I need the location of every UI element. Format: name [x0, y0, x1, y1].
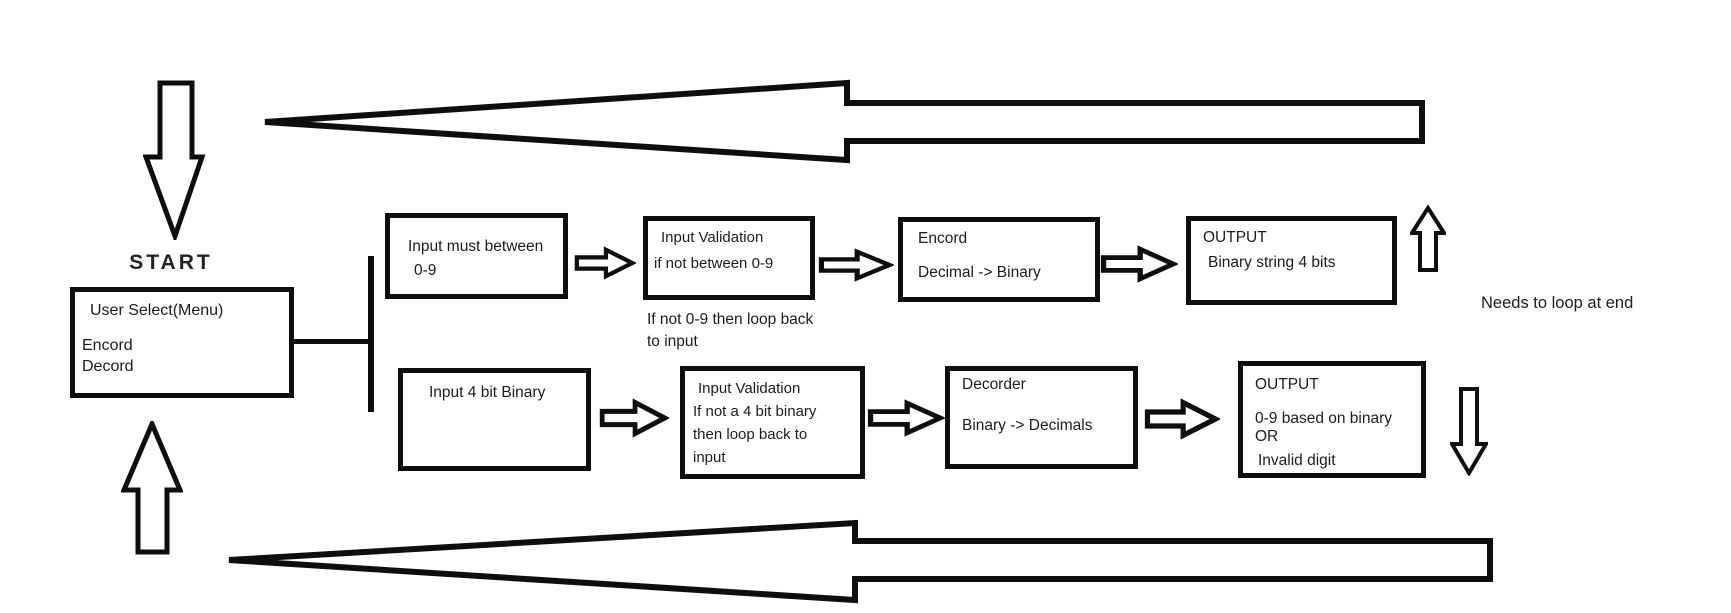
encode-loop-note: If not 0-9 then loop back to input [647, 309, 813, 353]
flow-arrow-icon [818, 248, 894, 282]
encode-validation-box: Input Validation if not between 0-9 [643, 216, 815, 300]
flow-arrow-icon [1100, 245, 1178, 283]
decode-output-box: OUTPUT 0-9 based on binary OR Invalid di… [1238, 361, 1426, 478]
start-down-arrow-icon [143, 80, 206, 240]
decode-input-line1: Input 4 bit Binary [429, 384, 546, 401]
loop-back-arrow-bottom-icon [228, 519, 1493, 604]
loop-back-arrow-top-icon [264, 79, 1425, 164]
encode-input-box: Input must between 0-9 [385, 213, 568, 299]
encode-input-line2: 0-9 [414, 262, 437, 279]
menu-branch-connector-vertical [368, 256, 374, 412]
menu-option-decode: Decord [82, 358, 134, 375]
decoder-process-box: Decorder Binary -> Decimals [945, 366, 1138, 469]
menu-box: User Select(Menu) Encord Decord [70, 287, 294, 398]
encode-output-line2: Binary string 4 bits [1208, 254, 1336, 271]
restart-up-arrow-icon [121, 421, 183, 555]
flow-arrow-icon [867, 399, 945, 437]
decoder-process-line2: Binary -> Decimals [962, 417, 1093, 434]
decode-output-line1: OUTPUT [1255, 376, 1319, 393]
decode-input-box: Input 4 bit Binary [398, 368, 591, 471]
encoder-process-box: Encord Decimal -> Binary [898, 217, 1100, 302]
decode-validation-box: Input Validation If not a 4 bit binary t… [680, 366, 865, 479]
decode-output-line4: Invalid digit [1258, 452, 1336, 469]
menu-box-title: User Select(Menu) [90, 302, 224, 319]
decoder-process-line1: Decorder [962, 376, 1026, 393]
decode-validation-line2: If not a 4 bit binary [693, 403, 817, 420]
start-label: START [129, 251, 213, 274]
flow-arrow-icon [1144, 398, 1220, 440]
flow-arrow-icon [599, 398, 669, 438]
loop-note: Needs to loop at end [1481, 294, 1634, 312]
menu-branch-connector-horizontal [293, 339, 371, 344]
decode-validation-line3: then loop back to [693, 426, 808, 443]
encode-loop-note-line2: to input [647, 333, 698, 350]
loop-up-arrow-icon [1410, 205, 1446, 272]
decode-output-line2: 0-9 based on binary [1255, 410, 1393, 427]
encode-validation-line2: if not between 0-9 [654, 255, 774, 272]
loop-down-arrow-icon [1450, 387, 1488, 476]
flow-arrow-icon [574, 246, 636, 280]
encoder-process-line2: Decimal -> Binary [918, 264, 1041, 281]
encode-output-line1: OUTPUT [1203, 229, 1267, 246]
decode-output-line3: OR [1255, 428, 1279, 445]
decode-validation-line4: input [693, 449, 726, 466]
encode-loop-note-line1: If not 0-9 then loop back [647, 311, 814, 328]
encoder-process-line1: Encord [918, 230, 968, 247]
encode-validation-line1: Input Validation [661, 229, 764, 246]
menu-option-encode: Encord [82, 337, 133, 354]
encode-input-line1: Input must between [408, 238, 544, 255]
encode-output-box: OUTPUT Binary string 4 bits [1186, 216, 1397, 305]
decode-validation-line1: Input Validation [698, 380, 801, 397]
